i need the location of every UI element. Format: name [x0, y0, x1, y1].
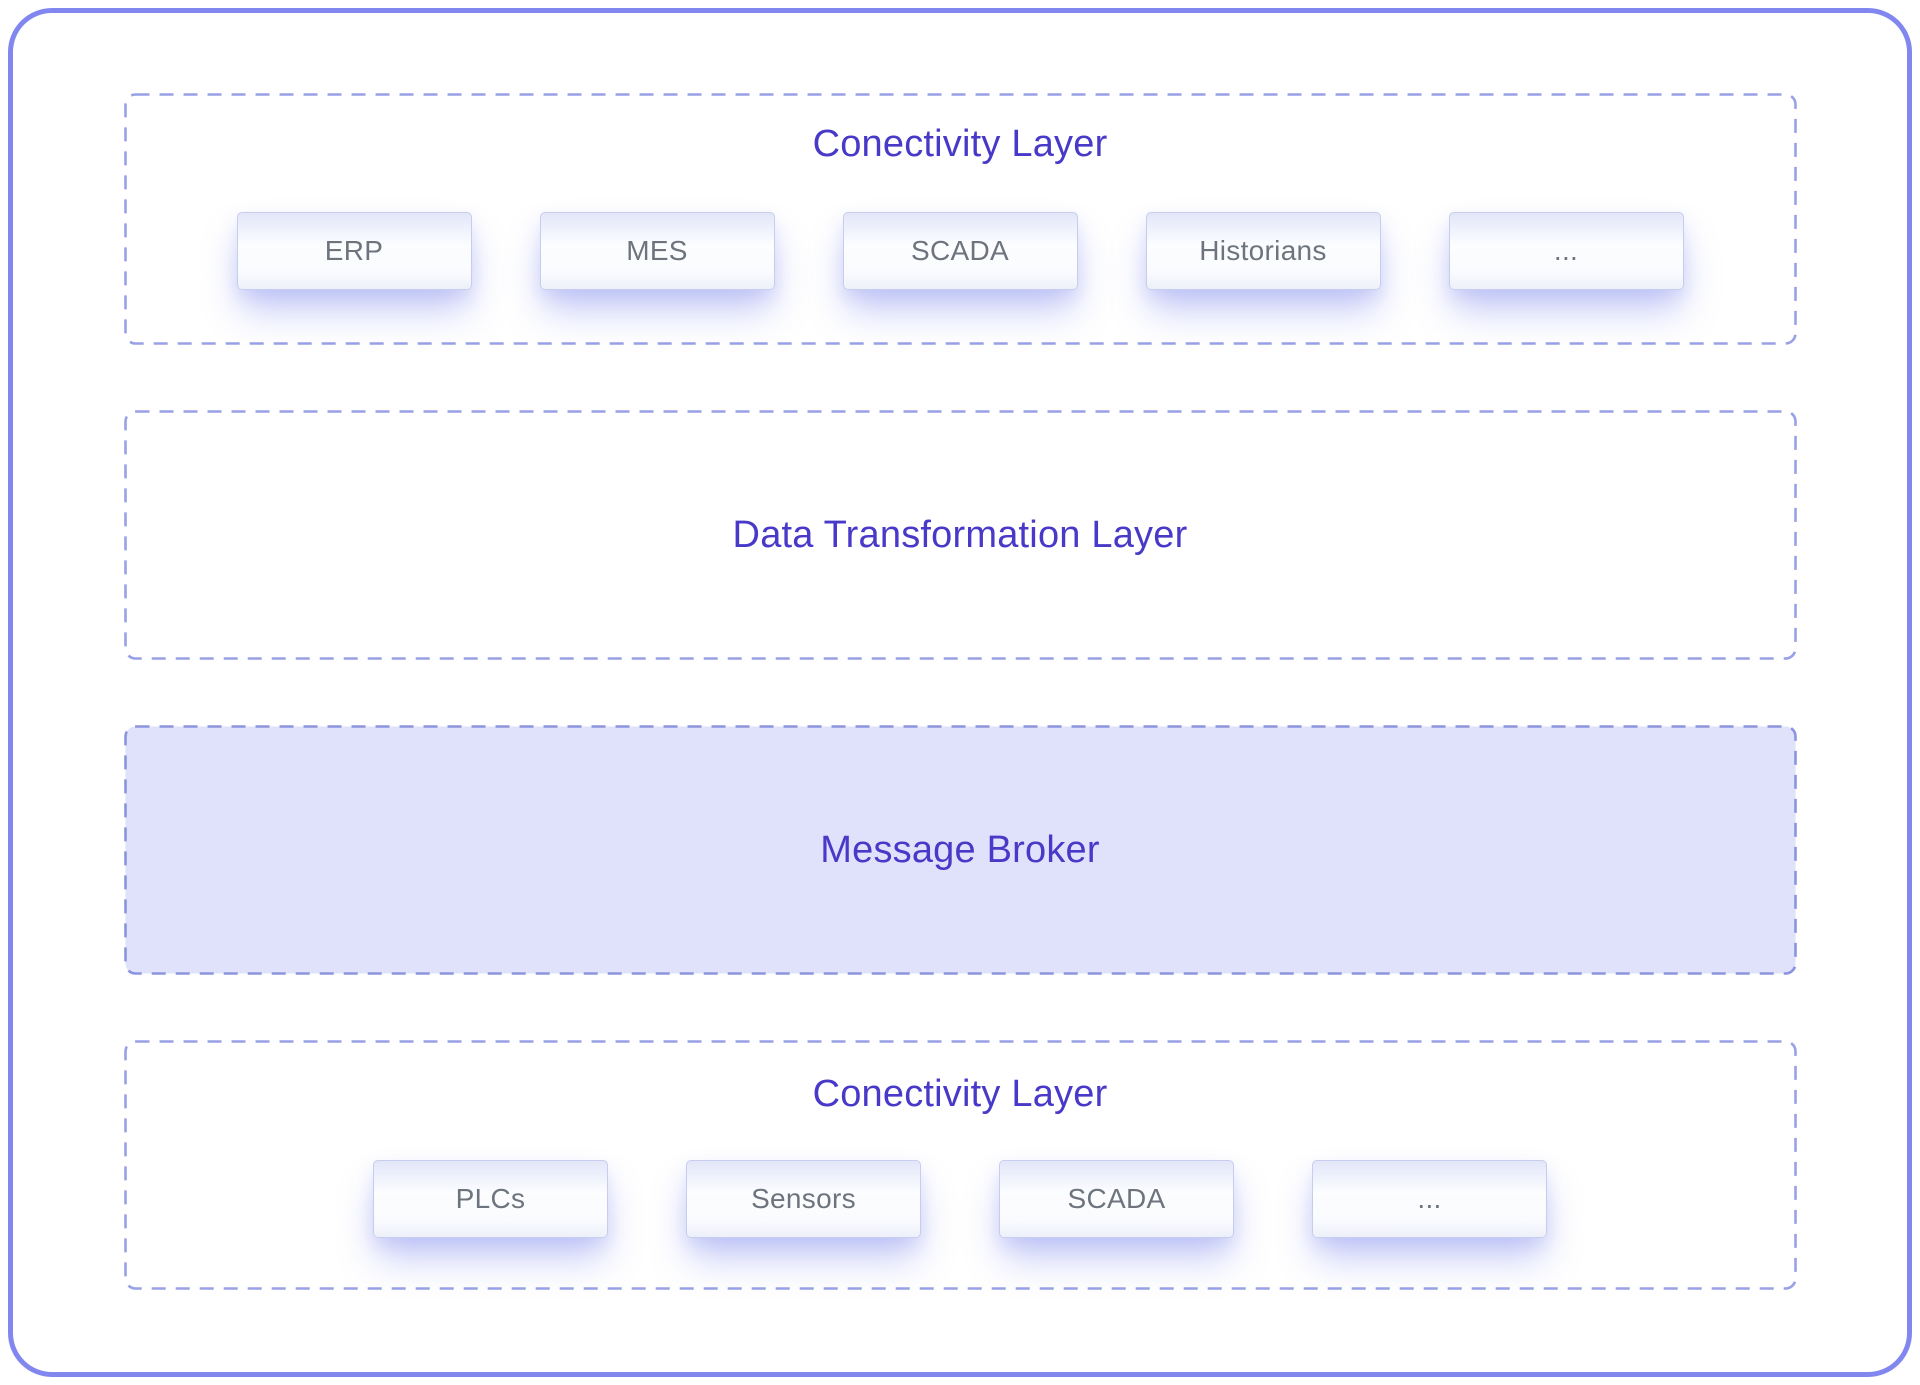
- section-title: Message Broker: [820, 829, 1100, 871]
- section-message-broker: Message Broker: [123, 725, 1797, 975]
- section-title: Conectivity Layer: [812, 1073, 1108, 1115]
- section-content: Data Transformation Layer: [124, 410, 1797, 660]
- node-plcs: PLCs: [373, 1160, 608, 1238]
- node-row: PLCs Sensors SCADA ...: [124, 1160, 1797, 1238]
- node-mes: MES: [539, 212, 775, 290]
- node-scada-top: SCADA: [842, 212, 1078, 290]
- node-erp: ERP: [236, 212, 472, 290]
- diagram-container: Conectivity Layer ERP MES SCADA Historia…: [8, 8, 1912, 1377]
- node-ellipsis-bottom: ...: [1312, 1160, 1547, 1238]
- node-scada-bottom: SCADA: [999, 1160, 1234, 1238]
- section-connectivity-layer-bottom: Conectivity Layer PLCs Sensors SCADA ...: [123, 1040, 1797, 1290]
- node-sensors: Sensors: [686, 1160, 921, 1238]
- section-title: Data Transformation Layer: [732, 514, 1188, 556]
- section-data-transformation-layer: Data Transformation Layer: [123, 410, 1797, 660]
- section-connectivity-layer-top: Conectivity Layer ERP MES SCADA Historia…: [123, 93, 1797, 345]
- node-ellipsis-top: ...: [1448, 212, 1684, 290]
- section-content: Conectivity Layer ERP MES SCADA Historia…: [124, 93, 1797, 345]
- node-historians: Historians: [1145, 212, 1381, 290]
- node-row: ERP MES SCADA Historians ...: [124, 212, 1797, 290]
- section-title: Conectivity Layer: [812, 123, 1108, 165]
- section-content: Conectivity Layer PLCs Sensors SCADA ...: [124, 1040, 1797, 1290]
- section-content: Message Broker: [124, 725, 1797, 975]
